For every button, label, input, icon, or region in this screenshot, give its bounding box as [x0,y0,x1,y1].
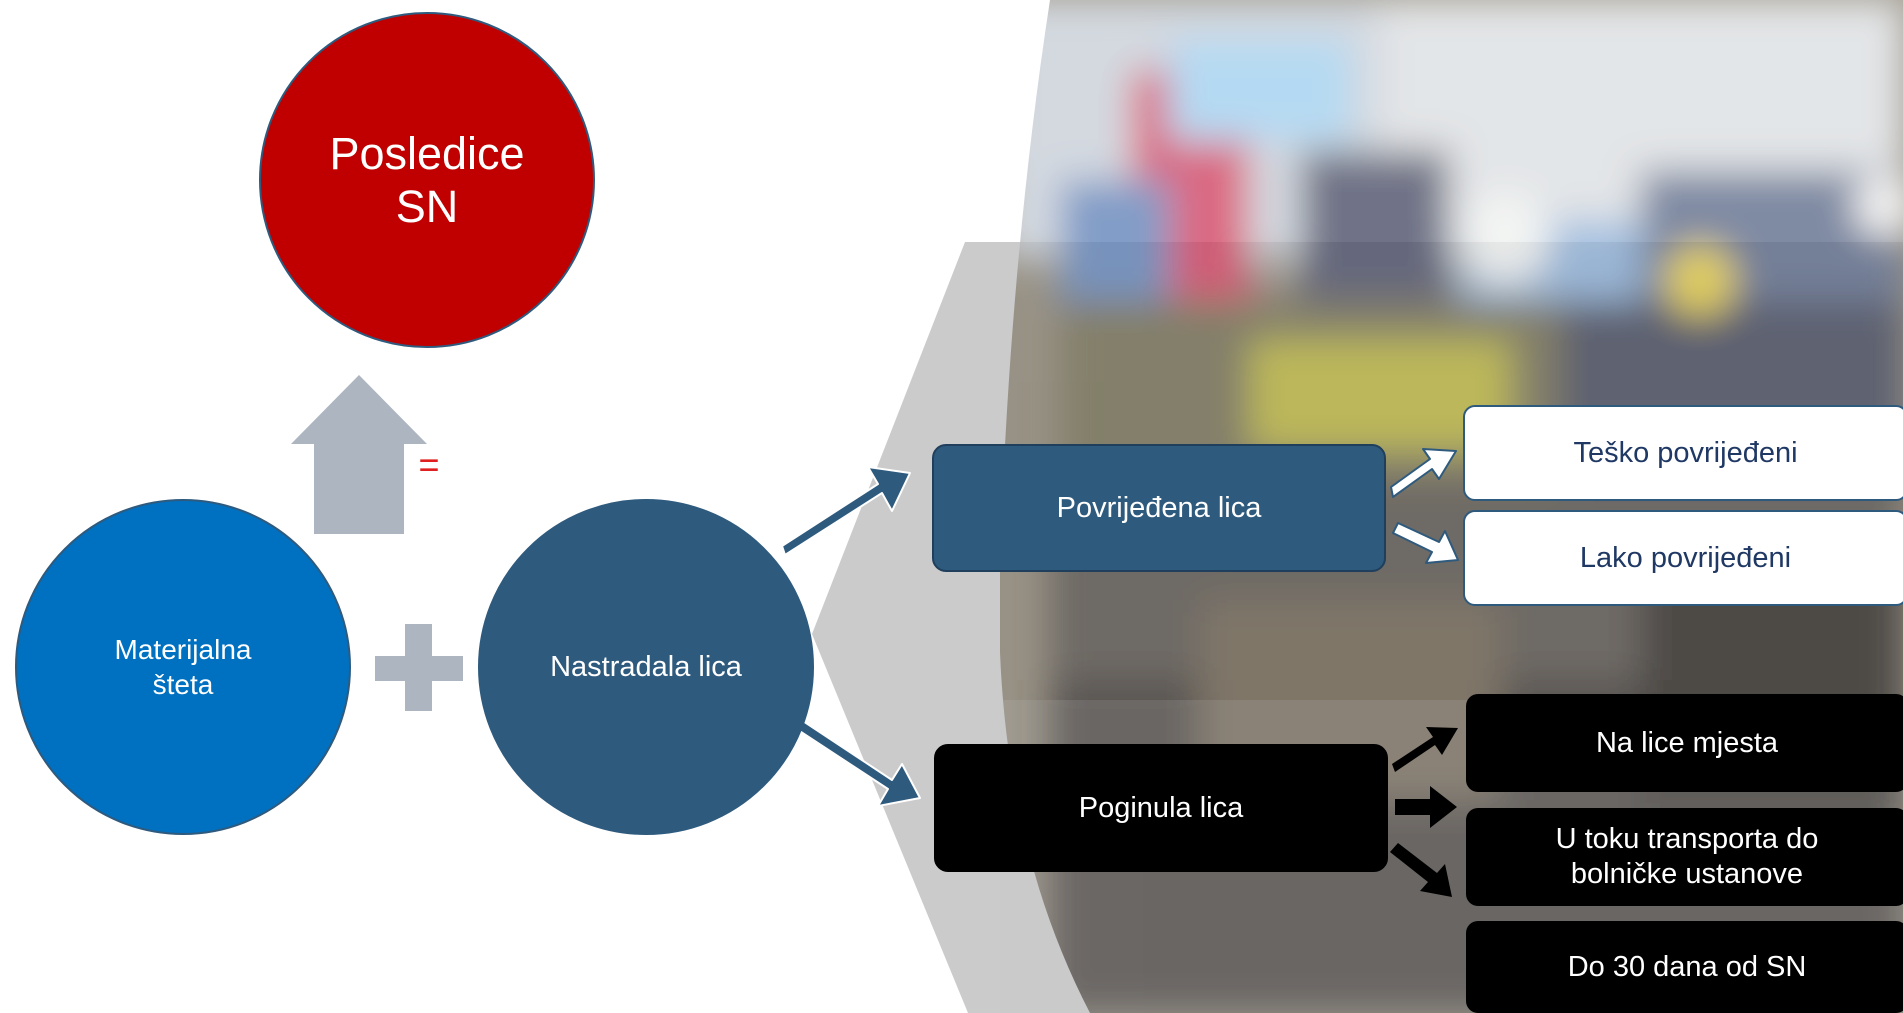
material-damage-circle: Materijalna šteta [15,499,351,835]
equals-sign: = [404,440,454,490]
light-box: Lako povrijeđeni [1463,510,1903,606]
killed-label: Poginula lica [1078,791,1244,824]
injured-label: Povrijeđena lica [1056,491,1262,524]
on-site-box: Na lice mjesta [1466,694,1903,792]
victims-label: Nastradala lica [550,650,742,683]
arrow-to-severe [1390,448,1457,498]
severe-box: Teško povrijeđeni [1463,405,1903,501]
up-arrow-icon [291,375,427,534]
within-30-days-box: Do 30 dana od SN [1466,921,1903,1013]
arrow-to-killed [794,718,921,807]
on-site-label: Na lice mjesta [1595,726,1779,759]
killed-box: Poginula lica [934,744,1388,872]
arrow-to-injured [781,466,911,556]
consequences-circle: Posledice SN [259,12,595,348]
light-label: Lako povrijeđeni [1579,541,1792,574]
equals-label: = [418,444,440,485]
transport-label: U toku transporta do bolničke ustanove [1555,823,1819,890]
injured-box: Povrijeđena lica [932,444,1386,572]
consequences-label: Posledice SN [329,127,525,232]
within-30-days-label: Do 30 dana od SN [1567,950,1807,983]
severe-label: Teško povrijeđeni [1573,436,1798,469]
plus-icon [375,624,463,711]
material-damage-label: Materijalna šteta [114,634,252,700]
arrow-to-light [1392,522,1459,564]
transport-box: U toku transporta do bolničke ustanove [1466,808,1903,906]
arrow-to-on-site [1392,727,1458,772]
victims-circle: Nastradala lica [478,499,814,835]
arrow-to-transport [1395,786,1457,828]
arrow-to-within-30 [1390,843,1452,897]
